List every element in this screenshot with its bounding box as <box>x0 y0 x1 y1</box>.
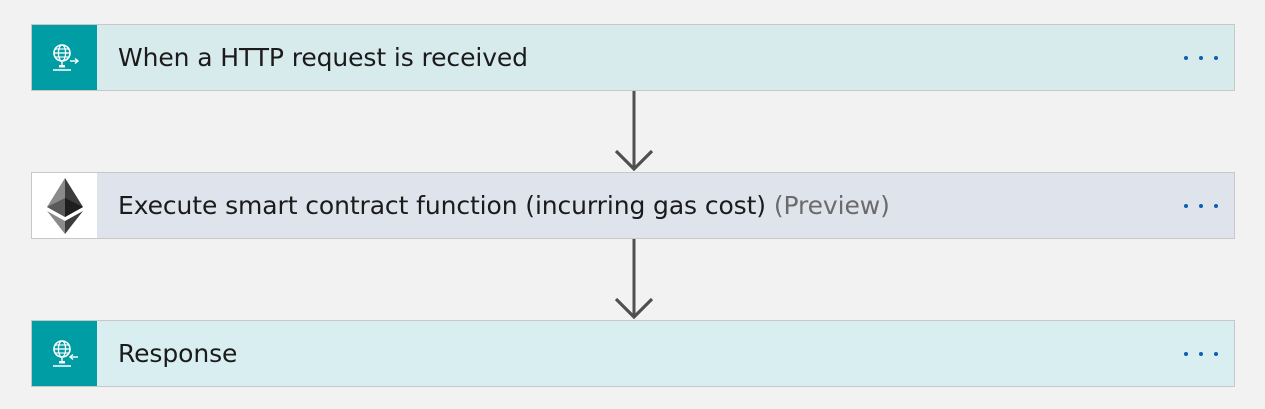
ellipsis-dot <box>1184 55 1188 60</box>
step-card-ethereum-action[interactable]: Execute smart contract function (incurri… <box>31 172 1235 239</box>
step-title-text: Response <box>118 339 238 368</box>
step-card-response[interactable]: Response <box>31 320 1235 387</box>
more-options-button[interactable] <box>1184 344 1218 364</box>
ellipsis-dot <box>1214 55 1218 60</box>
ellipsis-dot <box>1184 203 1188 208</box>
ellipsis-dot <box>1199 203 1203 208</box>
step-card-http-trigger[interactable]: When a HTTP request is received <box>31 24 1235 91</box>
ellipsis-dot <box>1214 203 1218 208</box>
ellipsis-dot <box>1184 351 1188 356</box>
step-title-text: Execute smart contract function (incurri… <box>118 191 766 220</box>
ellipsis-dot <box>1199 351 1203 356</box>
step-title: Response <box>118 339 237 368</box>
ellipsis-dot <box>1214 351 1218 356</box>
preview-tag: (Preview) <box>773 191 890 220</box>
step-icon-container <box>32 321 97 386</box>
step-title-text: When a HTTP request is received <box>118 43 528 72</box>
step-title: When a HTTP request is received <box>118 43 528 72</box>
ethereum-icon <box>46 177 83 234</box>
ellipsis-dot <box>1199 55 1203 60</box>
more-options-button[interactable] <box>1184 196 1218 216</box>
step-icon-container <box>32 173 97 238</box>
step-icon-container <box>32 25 97 90</box>
connector-arrow <box>614 91 654 171</box>
more-options-button[interactable] <box>1184 48 1218 68</box>
http-response-icon <box>52 339 78 367</box>
step-title: Execute smart contract function (incurri… <box>118 191 890 220</box>
connector-arrow <box>614 239 654 319</box>
http-request-icon <box>52 43 79 71</box>
